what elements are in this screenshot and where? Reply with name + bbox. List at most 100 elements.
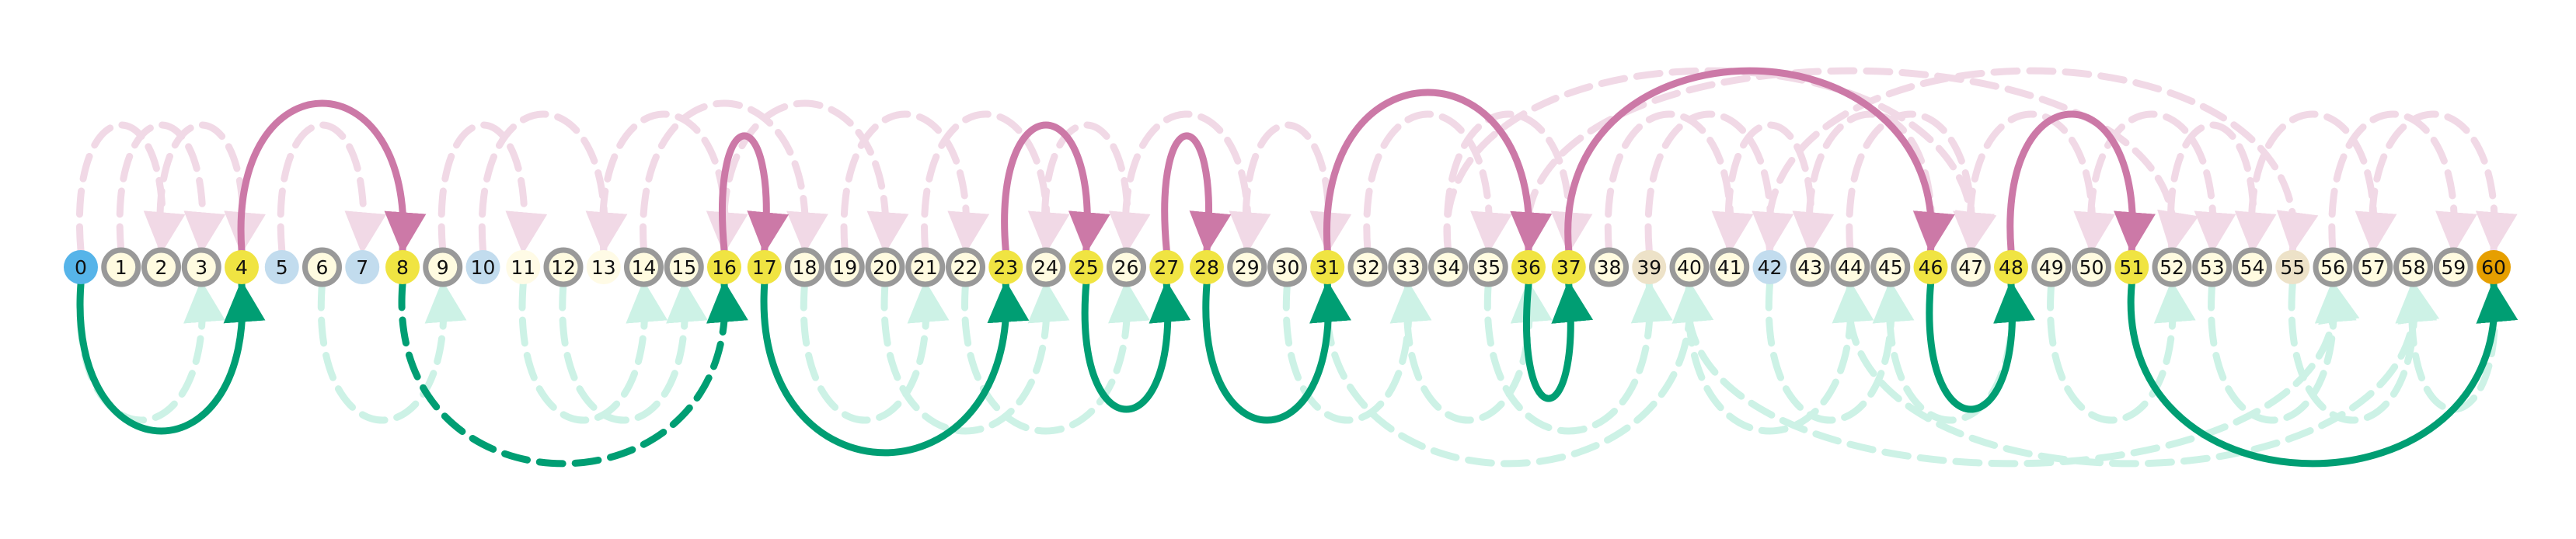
node-20: 20 [865, 247, 905, 287]
path-arc-51-to-60 [2127, 280, 2518, 468]
node-51: 51 [2114, 250, 2149, 284]
node-circle [506, 250, 541, 284]
node-label: 2 [155, 256, 168, 279]
node-55: 55 [2275, 250, 2310, 284]
node-label: 10 [471, 256, 496, 279]
faint-arc-35-to-39 [1483, 280, 1673, 435]
node-38: 38 [1589, 247, 1629, 287]
node-6: 6 [302, 247, 342, 287]
node-label: 12 [551, 256, 576, 279]
node-label: 24 [1034, 256, 1058, 279]
faint-arc-36-to-52 [1523, 67, 2199, 255]
node-21: 21 [905, 247, 946, 287]
node-circle [2353, 247, 2393, 287]
node-label: 31 [1315, 256, 1340, 279]
node-label: 18 [793, 256, 817, 279]
node-label: 25 [1074, 256, 1099, 279]
node-label: 57 [2361, 256, 2386, 279]
node-circle [101, 247, 141, 287]
node-circle [1347, 247, 1388, 287]
node-circle [2477, 250, 2511, 284]
faint-arc-44-to-58 [1845, 280, 2439, 468]
node-circle [264, 250, 299, 284]
node-circle [345, 250, 380, 284]
faint-arc-16-to-20 [720, 99, 909, 255]
node-circle [1710, 247, 1750, 287]
node-label: 38 [1597, 256, 1622, 279]
node-label: 42 [1758, 256, 1783, 279]
node-1: 1 [101, 247, 141, 287]
node-circle [1388, 247, 1428, 287]
node-label: 54 [2240, 256, 2265, 279]
path-arc-4-to-8 [237, 99, 427, 255]
node-label: 9 [437, 256, 449, 279]
node-label: 14 [632, 256, 657, 279]
node-circle [1870, 247, 1911, 287]
node-label: 53 [2200, 256, 2225, 279]
node-30: 30 [1267, 247, 1307, 287]
faint-arc-40-to-56 [1684, 280, 2360, 468]
faint-arc-5-to-7 [277, 121, 387, 255]
node-12: 12 [543, 247, 584, 287]
node-circle [865, 247, 905, 287]
node-label: 3 [195, 256, 207, 279]
node-circle [2275, 250, 2310, 284]
path-arc-8-to-16 [398, 280, 748, 468]
faint-arcs-group [76, 67, 2518, 468]
node-41: 41 [1710, 247, 1750, 287]
node-circle [141, 247, 181, 287]
faint-arc-13-to-16 [599, 110, 748, 255]
faint-arc-34-to-37 [1443, 110, 1593, 255]
node-36: 36 [1511, 250, 1546, 284]
path-arc-48-to-51 [2006, 110, 2156, 255]
faint-arc-21-to-24 [921, 110, 1070, 255]
node-circle [1068, 250, 1103, 284]
node-label: 22 [953, 256, 978, 279]
node-29: 29 [1227, 247, 1267, 287]
node-28: 28 [1190, 250, 1224, 284]
node-circle [586, 250, 621, 284]
node-11: 11 [506, 250, 541, 284]
faint-arc-1-to-3 [116, 121, 226, 255]
faint-arc-29-to-31 [1242, 121, 1352, 255]
node-23: 23 [988, 250, 1023, 284]
node-52: 52 [2152, 247, 2192, 287]
node-8: 8 [385, 250, 420, 284]
node-circle [465, 250, 500, 284]
node-circle [664, 247, 704, 287]
node-13: 13 [586, 250, 621, 284]
node-circle [2072, 247, 2111, 287]
node-circle [1026, 247, 1066, 287]
node-label: 33 [1396, 256, 1420, 279]
node-54: 54 [2233, 247, 2272, 287]
node-32: 32 [1347, 247, 1388, 287]
node-circle [302, 247, 342, 287]
node-circle [1310, 250, 1345, 284]
node-label: 26 [1114, 256, 1139, 279]
node-circle [707, 250, 741, 284]
path-arc-27-to-28 [1161, 132, 1232, 255]
path-arc-31-to-36 [1323, 89, 1553, 255]
faint-arc-58-to-60 [2408, 280, 2518, 413]
node-label: 30 [1275, 256, 1300, 279]
faint-arc-57-to-60 [2369, 110, 2518, 255]
faint-arc-26-to-29 [1121, 110, 1271, 255]
faint-arc-40-to-44 [1685, 280, 1874, 435]
node-label: 58 [2401, 256, 2426, 279]
node-circle [1669, 247, 1710, 287]
node-label: 1 [115, 256, 127, 279]
faint-arc-9-to-11 [437, 121, 548, 255]
faint-arc-53-to-56 [2208, 280, 2357, 424]
faint-arc-55-to-58 [2288, 280, 2438, 424]
node-label: 27 [1154, 256, 1179, 279]
node-circle [2233, 247, 2272, 287]
faint-arc-0-to-3 [76, 280, 225, 424]
node-circle [2393, 247, 2433, 287]
node-10: 10 [465, 250, 500, 284]
node-label: 21 [913, 256, 938, 279]
node-label: 48 [1999, 256, 2024, 279]
node-circle [1468, 247, 1508, 287]
node-3: 3 [181, 247, 221, 287]
node-25: 25 [1068, 250, 1103, 284]
